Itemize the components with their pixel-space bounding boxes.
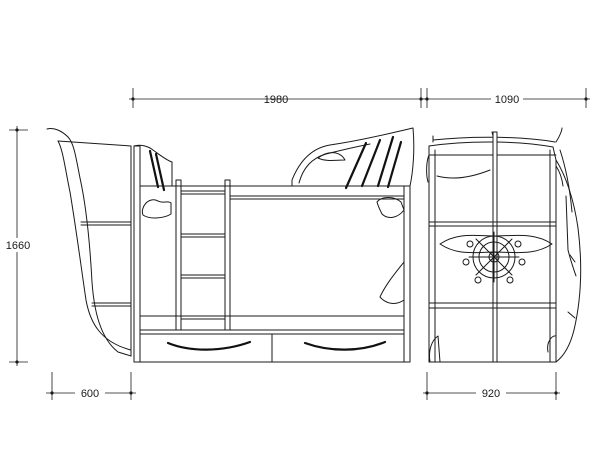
center-post bbox=[492, 131, 498, 363]
end-view-stern-profile bbox=[555, 127, 582, 363]
side-view bbox=[46, 127, 415, 363]
ship-wheel-icon bbox=[439, 231, 553, 284]
drawers bbox=[166, 333, 387, 363]
label-depth-bottom: 920 bbox=[482, 388, 500, 400]
label-bow-length: 600 bbox=[81, 388, 99, 400]
bow-panel bbox=[46, 128, 132, 357]
label-total-length: 1980 bbox=[264, 94, 288, 106]
stern-panel bbox=[291, 127, 415, 363]
label-depth-top: 1090 bbox=[495, 94, 519, 106]
dimension-depth-bottom: 920 bbox=[423, 372, 560, 400]
dimension-depth-top: 1090 bbox=[423, 88, 590, 108]
end-view bbox=[426, 127, 582, 363]
left-end-post bbox=[133, 144, 173, 363]
dimension-bow-length: 600 bbox=[46, 372, 136, 400]
dimension-height: 1660 bbox=[3, 126, 33, 366]
ladder bbox=[175, 179, 231, 331]
dimension-total-length: 1980 bbox=[129, 88, 426, 108]
label-height: 1660 bbox=[6, 240, 30, 252]
